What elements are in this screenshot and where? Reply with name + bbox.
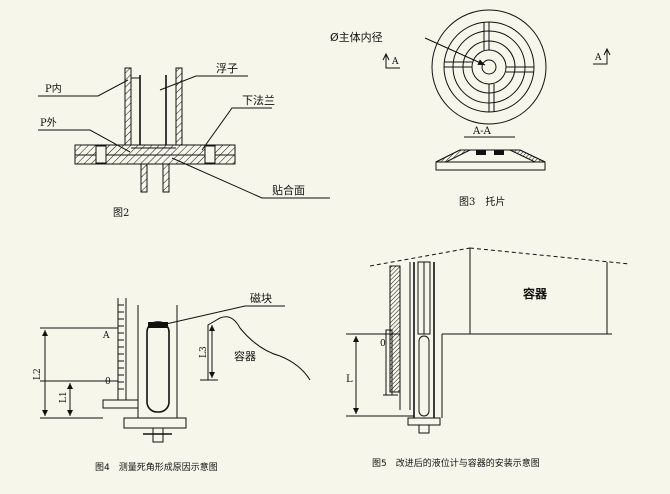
leader-float — [159, 75, 248, 91]
magnet-block — [148, 322, 168, 328]
lower-tube-right-wall — [162, 163, 170, 193]
label-l2: L2 — [33, 368, 43, 380]
label-a: A — [102, 331, 110, 341]
leader-p-in — [38, 79, 129, 97]
float-body — [146, 321, 170, 413]
figure-5-installation: 容器 0 L 图5 改进后的液位计与容器的安装示意图 — [346, 247, 631, 469]
plate-center-hole — [481, 59, 497, 75]
label-contact-surface: 贴合面 — [272, 183, 305, 197]
lower-flange-plate — [74, 154, 236, 165]
label-l1: L1 — [59, 391, 69, 403]
figure-2-caption: 图2 — [113, 207, 129, 219]
label-lower-flange: 下法兰 — [242, 93, 275, 107]
drain-pipe — [152, 427, 164, 443]
label-p-in: P内 — [45, 82, 62, 95]
label-float: 浮子 — [216, 62, 238, 75]
label-section: A-A — [472, 126, 492, 137]
float-body — [139, 75, 167, 155]
figure-4-caption: 图4 测量死角形成原因示意图 — [95, 461, 218, 473]
figure-2-flange-section: P内 P外 浮子 下法兰 贴合面 图2 — [38, 62, 330, 219]
figure-5-caption: 图5 改进后的液位计与容器的安装示意图 — [372, 457, 540, 469]
label-zero: 0 — [380, 339, 386, 349]
outer-tube-right-wall — [175, 67, 183, 149]
section-arrow-left — [385, 55, 400, 69]
lower-tube-left-wall — [140, 163, 148, 193]
plate-outer-edge — [431, 9, 547, 125]
leader-p-out — [38, 129, 131, 153]
float-body — [418, 335, 430, 417]
side-connector — [102, 399, 139, 409]
label-magnet: 磁块 — [250, 292, 272, 305]
label-zero: 0 — [105, 377, 111, 387]
label-a-right: A — [594, 53, 602, 63]
label-container: 容器 — [522, 286, 548, 301]
leader-lower-flange — [201, 107, 272, 151]
figure-3-caption: 图3 托片 — [459, 195, 505, 208]
container-top-dashed — [369, 247, 471, 267]
leader-magnet — [165, 305, 285, 325]
section-outline — [435, 149, 546, 171]
bottom-flange — [407, 417, 441, 426]
container-outline — [207, 316, 311, 381]
leader-contact-surface — [171, 157, 330, 199]
label-container: 容器 — [234, 349, 256, 363]
section-arrow-right — [593, 50, 608, 65]
bottom-flange — [123, 417, 187, 429]
figure-4-dead-zone: 磁块 容器 L3 A 0 L2 L1 图4 测量死角形成原因示意图 — [33, 292, 311, 473]
leader-inner-diameter — [424, 37, 486, 66]
label-l: L — [346, 374, 353, 385]
label-p-out: P外 — [40, 117, 57, 129]
scale-ticks — [118, 304, 124, 390]
label-inner-diameter: Ø主体内径 — [330, 30, 383, 44]
label-a-left: A — [391, 57, 399, 67]
figure-3-support-plate: Ø主体内径 A A A-A 图3 托片 — [330, 9, 611, 208]
label-l3: L3 — [199, 346, 209, 358]
